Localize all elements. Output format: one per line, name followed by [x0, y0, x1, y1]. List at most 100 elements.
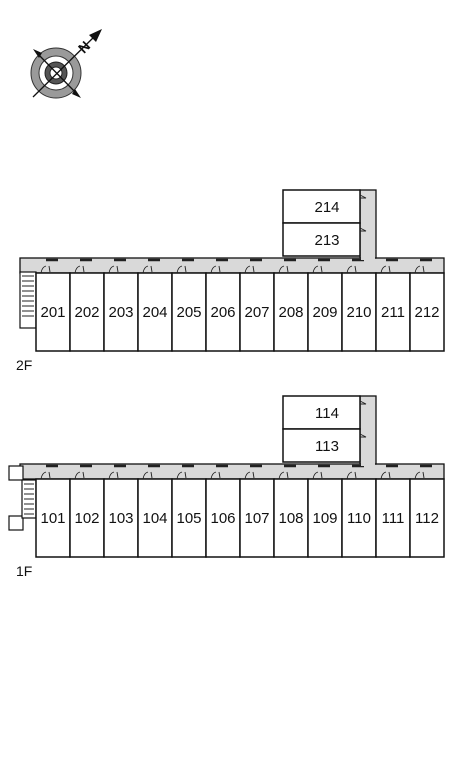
unit-label: 201 — [40, 304, 65, 321]
unit-label: 208 — [278, 304, 303, 321]
entrance-box — [8, 465, 24, 481]
meter-mark — [150, 265, 153, 273]
unit-outline — [282, 222, 361, 257]
door-icon — [74, 471, 81, 480]
unit-210: 210 — [341, 265, 377, 352]
unit-label: 203 — [108, 304, 133, 321]
door-icon — [359, 194, 367, 199]
unit-label: 109 — [312, 510, 337, 527]
door-icon — [346, 265, 353, 274]
compass-arrow-head — [89, 29, 102, 42]
unit-label: 104 — [142, 510, 167, 527]
meter-mark — [116, 265, 119, 273]
door-icon — [108, 265, 115, 274]
compass-arrow-line — [32, 32, 99, 98]
unit-203: 203 — [103, 265, 139, 352]
walkway-joint — [361, 463, 375, 466]
unit-outline — [341, 478, 377, 558]
unit-204: 204 — [137, 265, 173, 352]
unit-213: 213 — [282, 222, 367, 257]
meter-mark — [354, 471, 357, 479]
unit-107: 107 — [239, 471, 275, 558]
meter-mark — [48, 471, 51, 479]
door-icon — [40, 265, 47, 274]
unit-206: 206 — [205, 265, 241, 352]
unit-outline — [273, 478, 309, 558]
door-icon — [312, 471, 319, 480]
door-icon — [380, 471, 387, 480]
unit-112: 112 — [409, 471, 445, 558]
meter-mark — [286, 265, 289, 273]
unit-110: 110 — [341, 471, 377, 558]
unit-202: 202 — [69, 265, 105, 352]
door-icon — [414, 471, 421, 480]
unit-label: 204 — [142, 304, 167, 321]
meter-mark — [82, 471, 85, 479]
unit-201: 201 — [35, 265, 71, 352]
annex-walkway — [359, 189, 377, 259]
unit-label: 112 — [415, 510, 439, 527]
door-icon — [346, 471, 353, 480]
unit-outline — [69, 478, 105, 558]
compass-cross-head-a — [33, 49, 42, 58]
door-icon — [278, 265, 285, 274]
door-icon — [176, 471, 183, 480]
door-icon — [359, 433, 367, 438]
unit-label: 210 — [346, 304, 371, 321]
unit-outline — [171, 478, 207, 558]
meter-mark — [388, 471, 391, 479]
unit-101: 101 — [35, 471, 71, 558]
meter-mark — [252, 265, 255, 273]
annex-walkway — [359, 395, 377, 465]
unit-label: 113 — [315, 438, 339, 455]
meter-mark — [252, 471, 255, 479]
door-icon — [210, 471, 217, 480]
meter-mark — [184, 265, 187, 273]
meter-mark — [82, 265, 85, 273]
unit-103: 103 — [103, 471, 139, 558]
unit-label: 103 — [108, 510, 133, 527]
floor-label: 2F — [16, 357, 32, 373]
unit-label: 106 — [210, 510, 235, 527]
door-icon — [74, 265, 81, 274]
door-icon — [210, 265, 217, 274]
meter-mark — [218, 471, 221, 479]
compass-icon: N — [30, 29, 102, 99]
unit-108: 108 — [273, 471, 309, 558]
door-icon — [312, 265, 319, 274]
door-icon — [278, 471, 285, 480]
unit-outline — [273, 272, 309, 352]
door-icon — [359, 227, 367, 232]
meter-mark — [184, 471, 187, 479]
unit-label: 105 — [176, 510, 201, 527]
door-icon — [142, 471, 149, 480]
unit-label: 102 — [74, 510, 99, 527]
unit-109: 109 — [307, 471, 343, 558]
unit-label: 214 — [314, 199, 339, 216]
unit-outline — [205, 478, 241, 558]
unit-outline — [307, 478, 343, 558]
unit-outline — [103, 478, 139, 558]
unit-label: 111 — [382, 510, 405, 527]
unit-205: 205 — [171, 265, 207, 352]
unit-102: 102 — [69, 471, 105, 558]
unit-outline — [282, 428, 361, 463]
unit-label: 205 — [176, 304, 201, 321]
unit-212: 212 — [409, 265, 445, 352]
unit-label: 114 — [315, 405, 339, 422]
unit-label: 107 — [244, 510, 269, 527]
meter-mark — [388, 265, 391, 273]
unit-211: 211 — [375, 265, 411, 352]
door-icon — [414, 265, 421, 274]
door-icon — [359, 400, 367, 405]
unit-label: 108 — [278, 510, 303, 527]
meter-mark — [48, 265, 51, 273]
meter-mark — [422, 265, 425, 273]
unit-label: 206 — [210, 304, 235, 321]
door-icon — [380, 265, 387, 274]
unit-104: 104 — [137, 471, 173, 558]
meter-mark — [320, 471, 323, 479]
compass-cross-line — [35, 51, 79, 96]
unit-label: 211 — [381, 304, 405, 321]
